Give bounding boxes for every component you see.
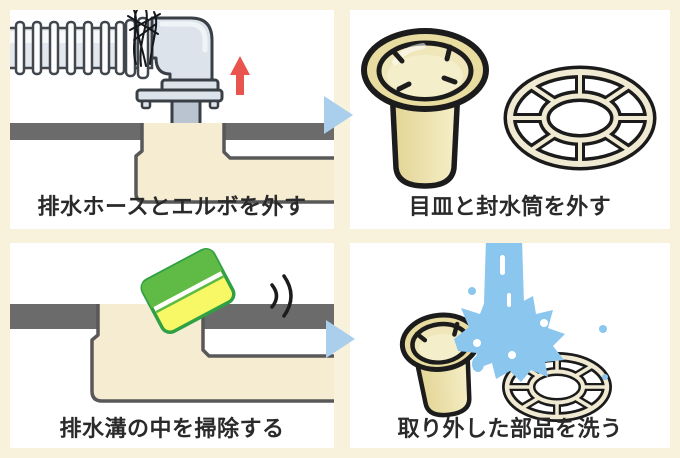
step2-illustration [361,28,657,189]
next-step-arrow-icon [326,320,355,358]
floor [10,123,334,140]
step2-panel: 目皿と封水筒を外す [350,10,670,229]
step1-illustration [10,10,334,204]
vibration-marks-icon [270,274,293,318]
step4-panel: 取り外した部品を洗う [350,243,670,448]
step4-caption: 取り外した部品を洗う [397,417,623,442]
step3-caption: 排水溝の中を掃除する [59,417,285,442]
next-step-arrow-icon [324,96,353,134]
strainer-plate [503,65,657,171]
pouring-water [454,243,608,382]
drain-hose [10,16,154,80]
wire-ties [127,10,161,67]
step1-panel: 排水ホースとエルボを外す [10,10,334,229]
floor [10,304,334,329]
step4-illustration [399,243,612,422]
drain-trap [90,304,334,403]
step2-caption: 目皿と封水筒を外す [408,195,612,220]
seal-cylinder [399,312,481,418]
step3-illustration [10,248,334,403]
cleaning-sponge [140,248,236,334]
seal-cylinder [361,28,489,189]
step3-panel: 排水溝の中を掃除する [10,243,334,448]
up-arrow-icon [230,56,250,95]
step1-caption: 排水ホースとエルボを外す [37,195,307,220]
elbow-fitting [135,16,224,129]
drain-trap [134,123,334,204]
